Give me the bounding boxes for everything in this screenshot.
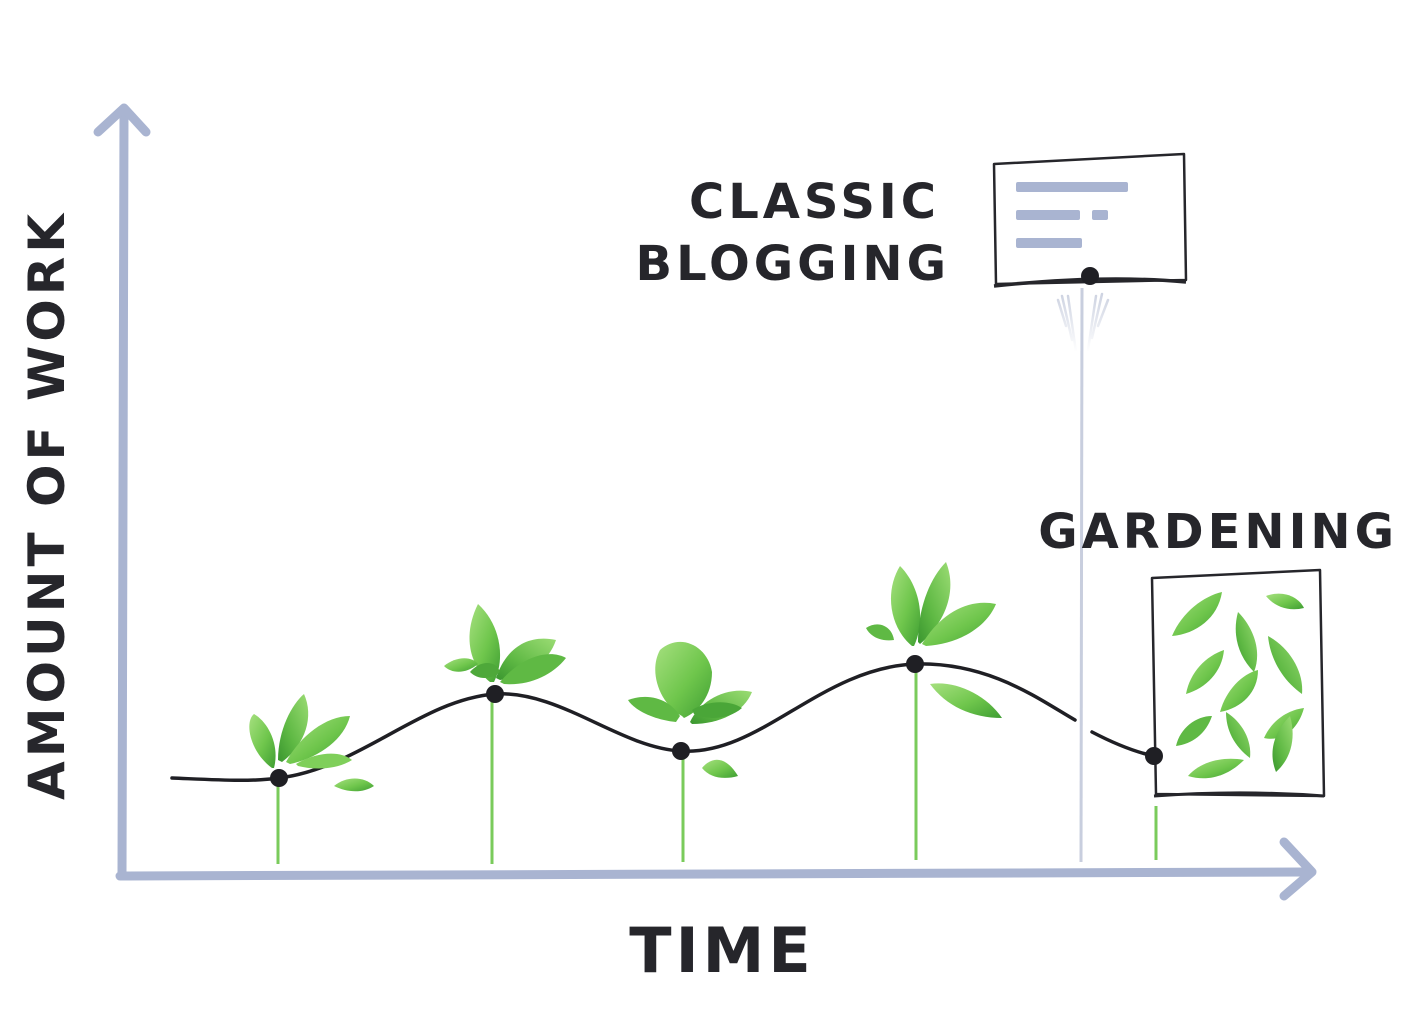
classic-blogging-card — [992, 152, 1188, 288]
y-axis-arrowhead — [93, 103, 151, 137]
garden-leaves — [1172, 592, 1304, 779]
curve-point-5 — [1145, 747, 1163, 765]
curve-point-2 — [486, 685, 504, 703]
curve-point-1 — [270, 769, 288, 787]
beam-rays — [1056, 292, 1110, 354]
gardening-card — [1150, 568, 1326, 798]
blogging-beam — [1056, 287, 1110, 863]
work-curve-tail — [1090, 730, 1156, 758]
beam-line — [1079, 287, 1084, 863]
blog-text-line-1 — [1016, 182, 1128, 192]
x-axis-label: TIME — [629, 914, 814, 987]
gardening-label: GARDENING — [1038, 504, 1398, 560]
plant-1 — [249, 694, 374, 792]
stems — [276, 668, 1158, 864]
axes — [93, 103, 1317, 901]
curve-point-4 — [906, 655, 924, 673]
plant-3 — [628, 641, 752, 778]
plant-2 — [444, 604, 566, 685]
garden-card-base — [1153, 791, 1325, 798]
curve-point-blog — [1081, 267, 1099, 285]
y-axis-line — [117, 107, 129, 880]
blog-text-line-2 — [1016, 210, 1080, 220]
classic-blogging-label-line-2: BLOGGING — [636, 236, 951, 292]
blog-text-line-2b — [1092, 210, 1108, 220]
classic-blogging-label-line-1: CLASSIC — [689, 174, 940, 230]
plant-4 — [866, 562, 1002, 718]
y-axis-label: AMOUNT OF WORK — [18, 210, 76, 800]
curve-points — [270, 267, 1163, 787]
blog-text-line-3 — [1016, 238, 1082, 248]
x-axis-line — [115, 867, 1313, 881]
x-axis-arrowhead — [1279, 837, 1317, 901]
curve-point-3 — [672, 742, 690, 760]
